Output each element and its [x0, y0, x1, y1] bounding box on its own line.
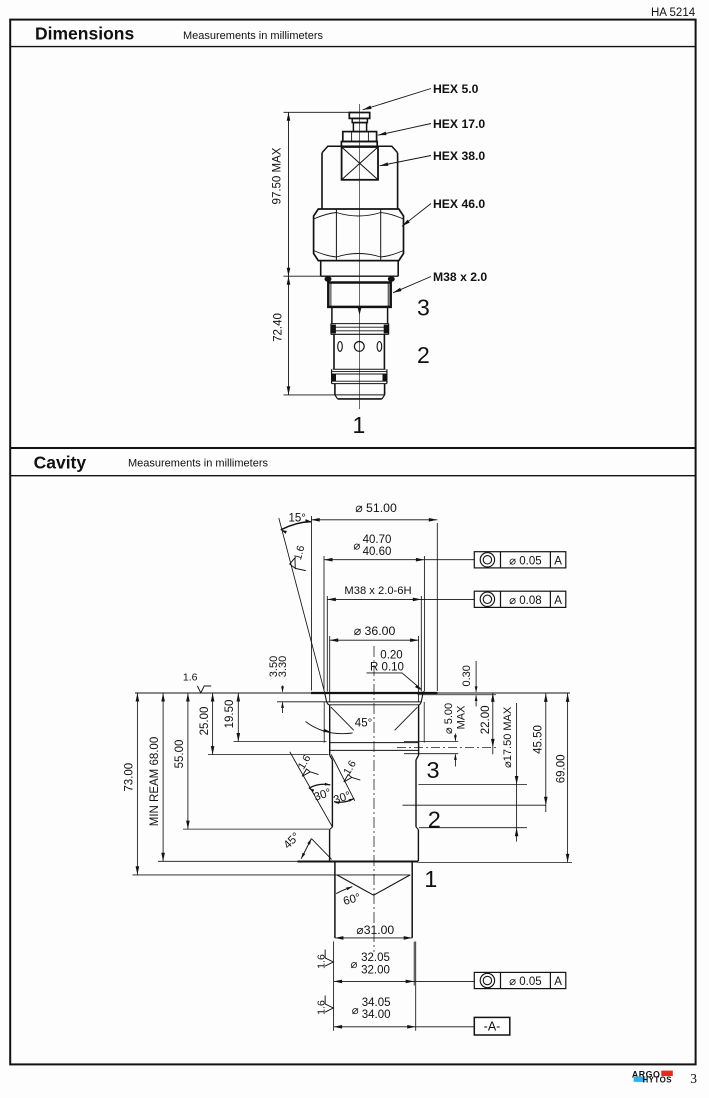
svg-text:⌀17.50 MAX: ⌀17.50 MAX: [502, 706, 514, 768]
svg-text:⌀ 51.00: ⌀ 51.00: [355, 501, 397, 515]
svg-text:45°: 45°: [355, 718, 372, 730]
svg-text:⌀: ⌀: [353, 540, 360, 552]
svg-text:⌀: ⌀: [352, 1005, 359, 1017]
svg-text:Cavity: Cavity: [34, 453, 87, 473]
svg-text:1.6: 1.6: [183, 672, 198, 684]
svg-text:73.00: 73.00: [123, 763, 135, 792]
svg-text:Dimensions: Dimensions: [35, 23, 134, 43]
svg-text:MAX: MAX: [455, 705, 467, 730]
svg-text:A: A: [554, 555, 562, 567]
svg-text:HEX 5.0: HEX 5.0: [433, 82, 479, 96]
svg-text:1.6: 1.6: [316, 1000, 328, 1015]
svg-text:45.50: 45.50: [532, 725, 544, 754]
svg-text:3: 3: [690, 1071, 697, 1086]
svg-text:72.40: 72.40: [273, 313, 285, 342]
svg-text:3: 3: [427, 757, 440, 783]
svg-text:22.00: 22.00: [480, 706, 492, 735]
svg-text:M38 x 2.0-6H: M38 x 2.0-6H: [344, 585, 411, 597]
svg-text:0.30: 0.30: [461, 665, 473, 686]
svg-text:3.30: 3.30: [277, 656, 289, 677]
svg-text:34.05: 34.05: [362, 997, 391, 1009]
svg-text:60°: 60°: [342, 892, 362, 908]
svg-text:A: A: [554, 976, 562, 988]
svg-text:1.6: 1.6: [316, 954, 328, 969]
svg-text:3: 3: [417, 295, 430, 321]
svg-text:1.6: 1.6: [292, 544, 307, 561]
svg-text:40.70: 40.70: [363, 534, 392, 546]
svg-text:30°: 30°: [332, 790, 352, 807]
svg-text:HEX 17.0: HEX 17.0: [433, 117, 485, 131]
svg-text:Measurements in millimeters: Measurements in millimeters: [128, 457, 268, 469]
svg-text:⌀ 36.00: ⌀ 36.00: [354, 624, 396, 638]
svg-text:25.00: 25.00: [199, 707, 211, 736]
svg-text:HEX 46.0: HEX 46.0: [433, 197, 485, 211]
svg-text:30°: 30°: [313, 787, 333, 804]
svg-text:ARGO: ARGO: [632, 1069, 660, 1079]
svg-text:HA 5214: HA 5214: [651, 7, 696, 19]
svg-text:M38 x 2.0: M38 x 2.0: [433, 270, 487, 284]
svg-text:HEX 38.0: HEX 38.0: [433, 149, 485, 163]
svg-text:34.00: 34.00: [362, 1009, 391, 1021]
svg-text:3.50: 3.50: [268, 656, 280, 677]
svg-text:⌀ 0.05: ⌀ 0.05: [509, 976, 542, 988]
svg-text:40.60: 40.60: [363, 546, 392, 558]
svg-text:MIN REAM 68.00: MIN REAM 68.00: [149, 737, 161, 826]
svg-text:R 0.10: R 0.10: [370, 661, 404, 673]
svg-text:A: A: [554, 595, 562, 607]
svg-text:15°: 15°: [289, 512, 306, 524]
svg-text:32.05: 32.05: [361, 952, 390, 964]
svg-text:HYTOS: HYTOS: [642, 1075, 672, 1084]
svg-text:19.50: 19.50: [224, 700, 236, 729]
svg-text:2: 2: [428, 806, 441, 832]
svg-text:⌀: ⌀: [351, 959, 358, 971]
svg-text:⌀31.00: ⌀31.00: [356, 923, 394, 937]
svg-text:1: 1: [353, 412, 366, 438]
svg-text:69.00: 69.00: [556, 755, 568, 784]
svg-text:2: 2: [417, 342, 430, 368]
svg-text:⌀ 0.05: ⌀ 0.05: [509, 555, 542, 567]
svg-text:97.50 MAX: 97.50 MAX: [272, 147, 284, 204]
svg-text:0.20: 0.20: [380, 649, 402, 661]
svg-text:-A-: -A-: [484, 1019, 501, 1033]
svg-text:32.00: 32.00: [361, 964, 390, 976]
svg-text:⌀ 5.00: ⌀ 5.00: [443, 703, 455, 734]
svg-text:Measurements in millimeters: Measurements in millimeters: [183, 30, 323, 42]
svg-text:⌀ 0.08: ⌀ 0.08: [509, 595, 542, 607]
svg-text:55.00: 55.00: [174, 740, 186, 769]
svg-text:1: 1: [424, 866, 437, 892]
